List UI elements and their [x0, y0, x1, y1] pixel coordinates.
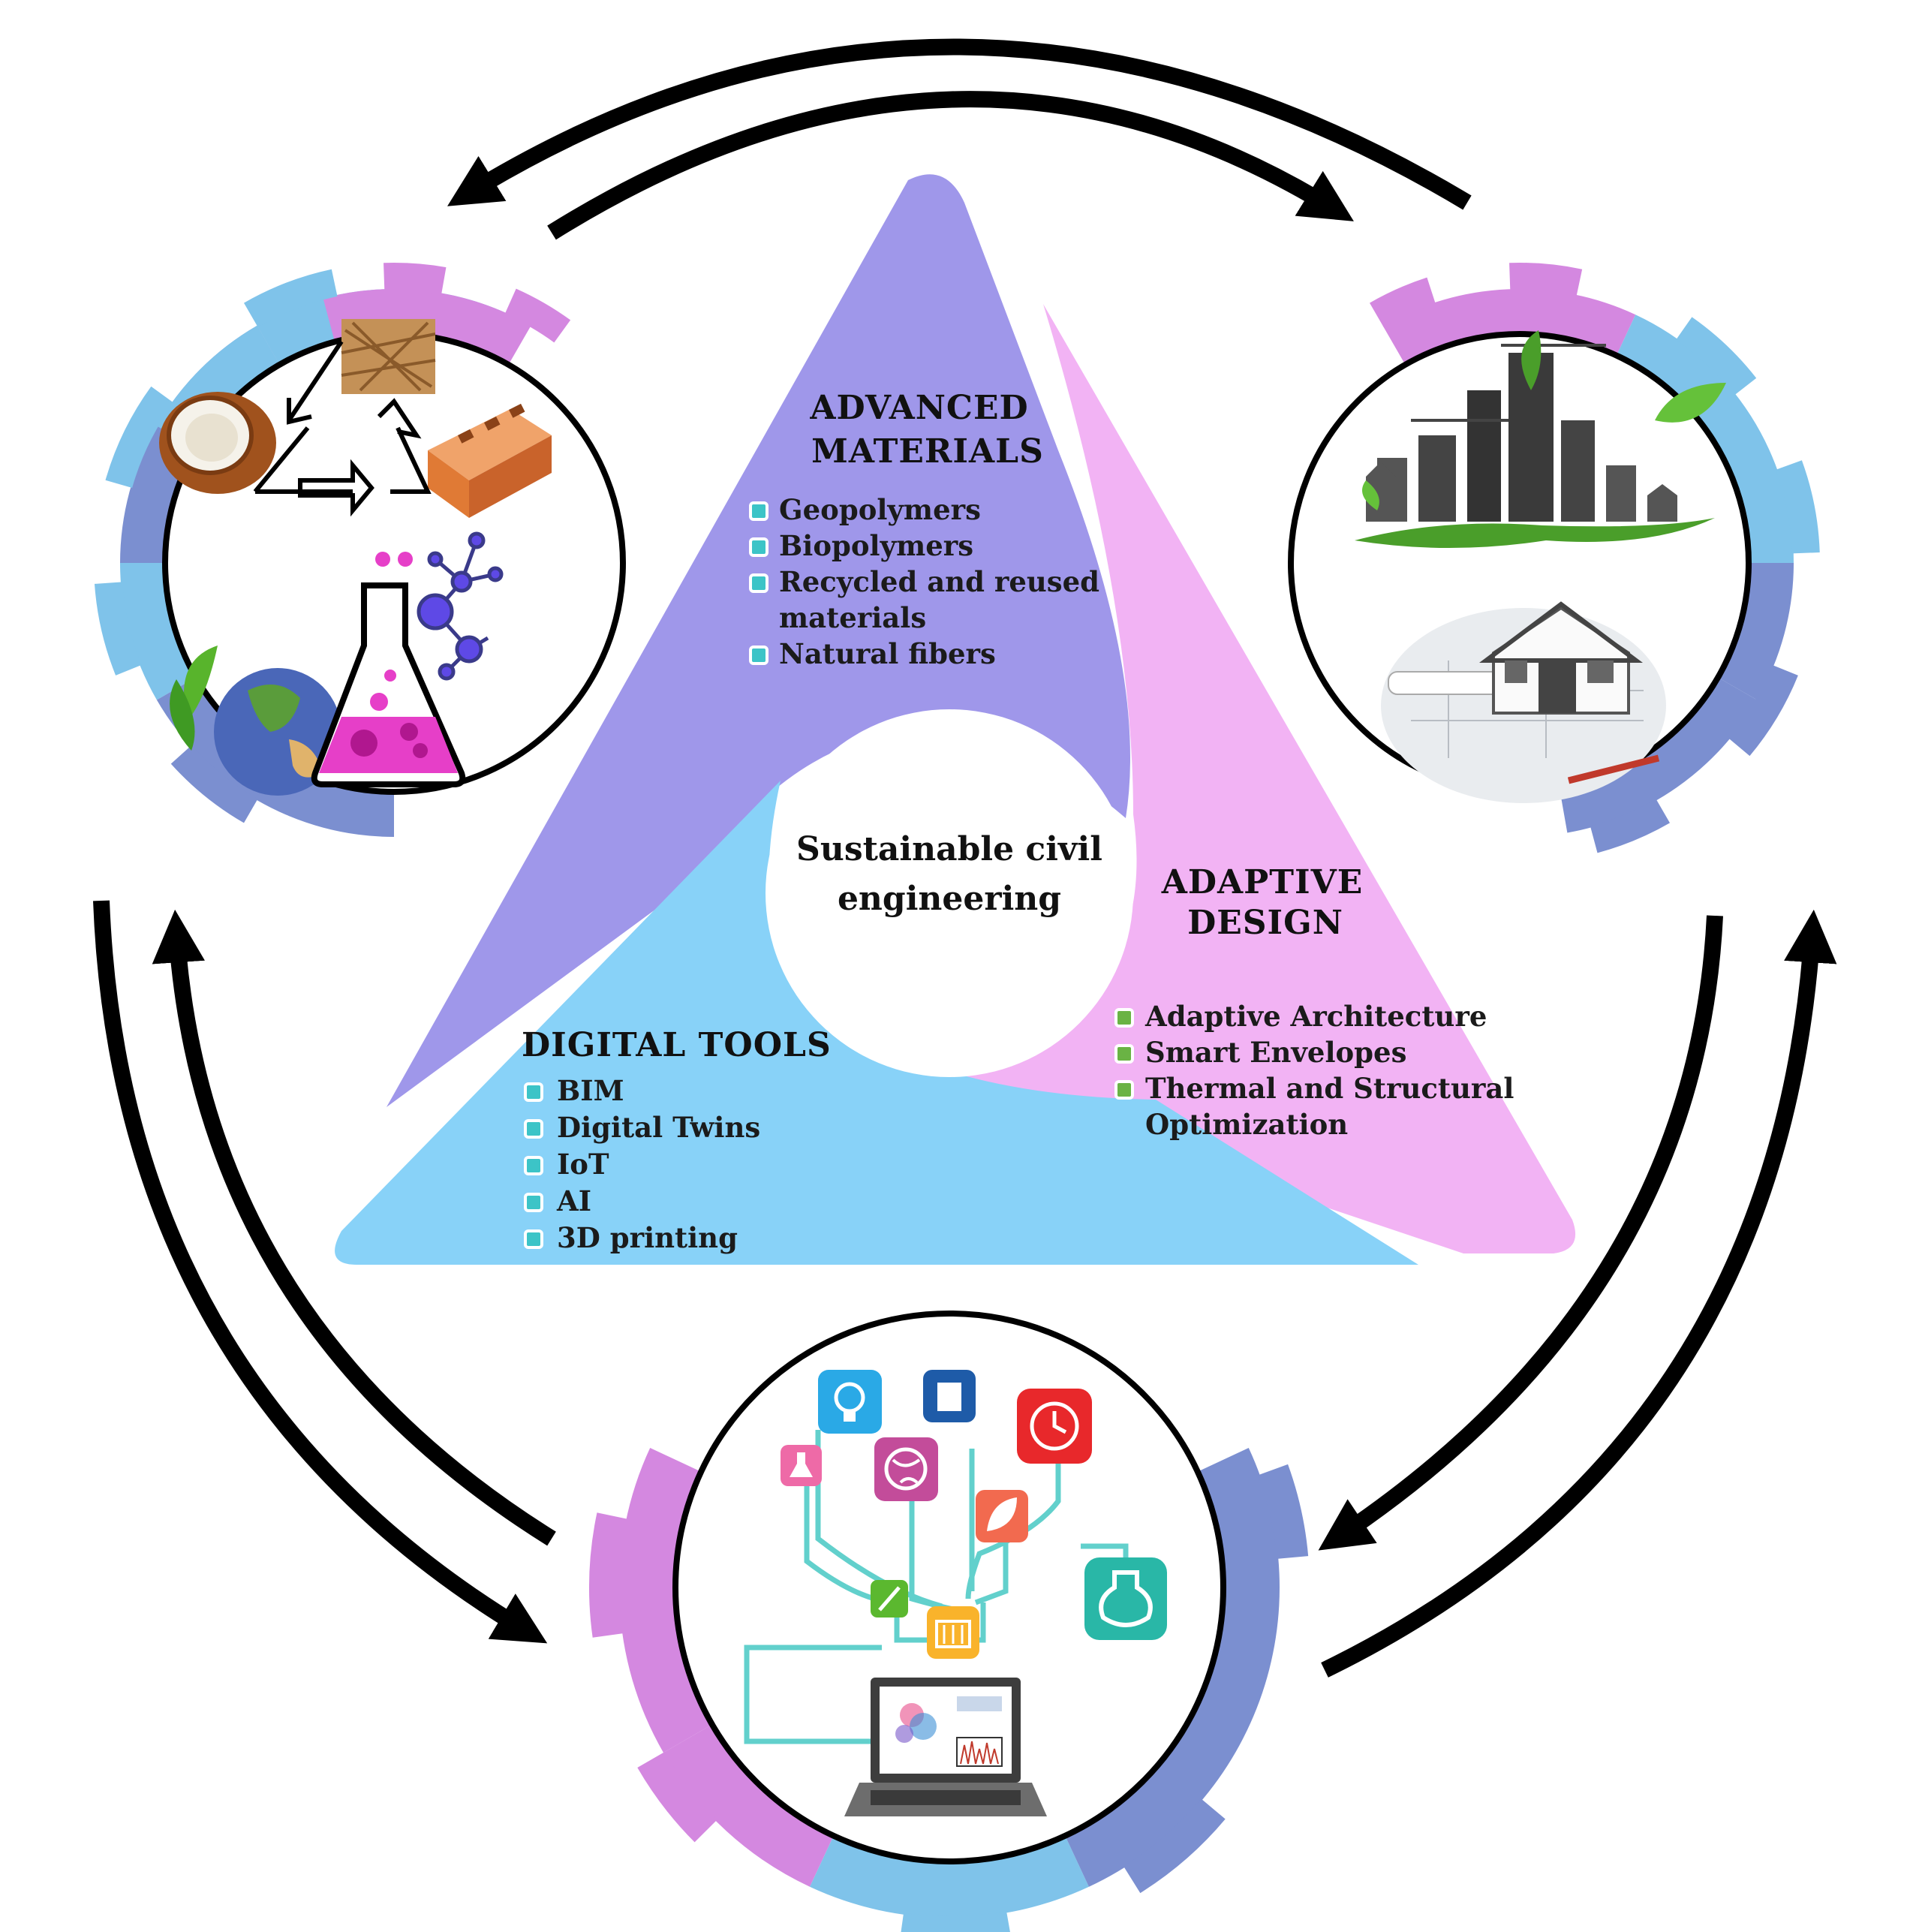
coconut-icon	[159, 392, 276, 494]
bullet-icon	[524, 1119, 543, 1139]
digital-tools-title: DIGITAL TOOLS	[522, 1026, 832, 1064]
bullet-icon	[524, 1229, 543, 1249]
digital-tools-segment	[335, 781, 1419, 1265]
list-item: Digital Twins	[557, 1111, 760, 1144]
center-triangle	[335, 174, 1576, 1265]
center-label-line1: Sustainable civil	[796, 830, 1102, 868]
bullet-icon	[749, 537, 769, 557]
flask-small-app-icon	[781, 1445, 822, 1486]
network-tree-icon	[744, 1430, 1129, 1744]
list-item: BIM	[557, 1074, 624, 1107]
gear-tooth	[1728, 664, 1798, 757]
pencil-app-icon	[871, 1580, 908, 1618]
bullet-icon	[749, 573, 769, 593]
list-item: AI	[556, 1184, 591, 1217]
recycle-arrows-icon	[253, 340, 432, 517]
gear-tooth	[1676, 317, 1757, 396]
list-item: Thermal and Structural	[1145, 1072, 1514, 1105]
bullet-icon	[1114, 1080, 1134, 1100]
gear-tooth	[1258, 1464, 1309, 1559]
laptop-icon	[844, 1678, 1047, 1816]
digital-tools-list: BIM Digital Twins IoT AI 3D printing	[524, 1074, 760, 1254]
arrow-top-to-right	[547, 91, 1354, 240]
bullet-icon	[1114, 1044, 1134, 1064]
arrow-top-to-left	[447, 38, 1472, 210]
bullet-icon	[749, 646, 769, 665]
globe-app-icon	[874, 1437, 938, 1501]
gear-tooth	[637, 1752, 717, 1843]
digital-tools-block: DIGITAL TOOLS BIM Digital Twins IoT AI 3…	[522, 1026, 832, 1254]
list-item: Natural fibers	[779, 637, 996, 670]
center-label-line2: engineering	[838, 880, 1061, 918]
digital-illustration	[744, 1370, 1167, 1816]
molecule-icon	[417, 531, 504, 681]
flask-app-icon	[1084, 1557, 1167, 1640]
fibers-icon	[341, 319, 436, 394]
gear-tooth	[244, 269, 338, 327]
advanced-materials-segment	[387, 174, 1130, 1107]
arrow-right-to-bottom	[1318, 915, 1723, 1551]
gear-tooth	[170, 745, 258, 823]
gear-tooth	[1590, 799, 1670, 853]
document-app-icon	[923, 1370, 976, 1422]
bullet-icon	[524, 1193, 543, 1212]
clock-app-icon	[1017, 1389, 1092, 1464]
materials-illustration	[159, 319, 552, 796]
list-item: Adaptive Architecture	[1144, 1000, 1487, 1033]
list-item-continued: materials	[779, 601, 926, 634]
gear-tooth	[105, 386, 174, 488]
list-item: 3D printing	[557, 1221, 738, 1254]
gear-tooth	[504, 288, 571, 343]
adaptive-design-list: Adaptive Architecture Smart Envelopes Th…	[1114, 1000, 1514, 1141]
ring-segment	[663, 1723, 835, 1887]
adaptive-design-title-line2: DESIGN	[1187, 904, 1343, 942]
cycle-arrows	[93, 38, 1837, 1678]
gear-tooth	[589, 1512, 628, 1638]
house-model-icon	[1381, 601, 1666, 803]
bullet-icon	[749, 501, 769, 521]
design-illustration	[1355, 330, 1726, 803]
list-item-continued: Optimization	[1145, 1108, 1348, 1141]
leaf-app-icon	[976, 1490, 1028, 1542]
center-circle	[766, 709, 1133, 1077]
arrow-bottom-to-right	[1321, 909, 1837, 1678]
green-city-icon	[1355, 330, 1726, 548]
bullet-icon	[1114, 1008, 1134, 1028]
gear-tooth	[901, 1911, 1010, 1932]
brick-icon	[428, 403, 552, 518]
center-label: Sustainable civil engineering	[796, 830, 1102, 918]
gear-tooth	[384, 263, 447, 295]
gear-tooth	[94, 582, 142, 676]
adaptive-design-block: ADAPTIVE DESIGN Adaptive Architecture Sm…	[1114, 863, 1514, 1141]
ring-segment	[1557, 672, 1758, 833]
gear-tooth	[1509, 263, 1583, 296]
advanced-materials-title-line1: ADVANCED	[809, 389, 1028, 427]
ring-segment	[120, 563, 206, 700]
list-item: Geopolymers	[779, 493, 981, 526]
advanced-materials-title-line2: MATERIALS	[811, 432, 1044, 471]
ring-segment	[1063, 1448, 1280, 1887]
advanced-materials-list: Geopolymers Biopolymers Recycled and reu…	[749, 493, 1099, 670]
flask-icon	[311, 552, 466, 787]
adaptive-design-segment	[927, 304, 1576, 1253]
advanced-materials-block: ADVANCED MATERIALS Geopolymers Biopolyme…	[749, 389, 1099, 670]
gear-tooth	[1123, 1798, 1226, 1894]
adaptive-design-title-line1: ADAPTIVE	[1161, 863, 1364, 901]
list-item: IoT	[557, 1148, 609, 1181]
list-item: Recycled and reused	[779, 565, 1099, 598]
list-item: Smart Envelopes	[1145, 1036, 1406, 1069]
gear-tooth	[1776, 460, 1820, 554]
arrow-left-to-bottom	[93, 900, 548, 1644]
lightbulb-app-icon	[818, 1370, 882, 1434]
bullet-icon	[524, 1082, 543, 1102]
calendar-app-icon	[927, 1606, 979, 1659]
gear-tooth	[1370, 277, 1436, 327]
bullet-icon	[524, 1156, 543, 1175]
list-item: Biopolymers	[779, 529, 973, 562]
arrow-bottom-to-left	[152, 909, 556, 1546]
